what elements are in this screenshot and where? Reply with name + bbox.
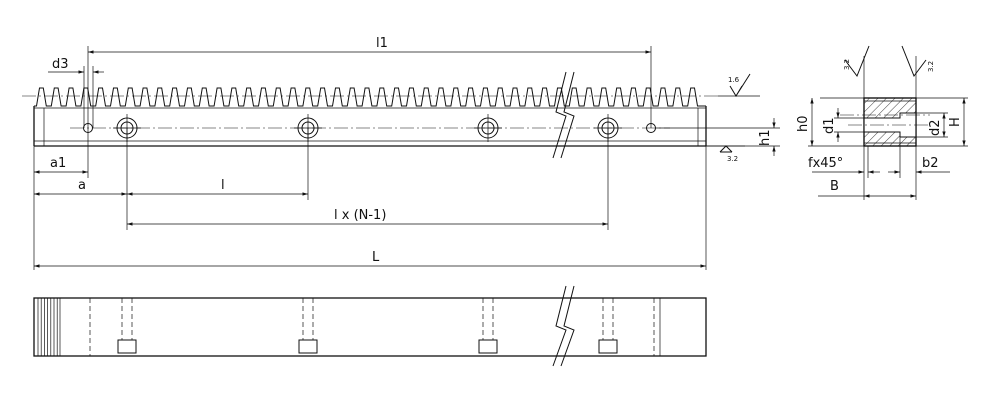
surface-mark-side-right — [901, 45, 927, 78]
label-H: H — [948, 117, 963, 127]
mounting-holes-bottom — [117, 298, 618, 354]
bottom-view-tooth-ends — [37, 298, 661, 356]
surface-mark-bottom-value: 3.2 — [727, 155, 738, 163]
hidden-bolt-hole — [117, 298, 137, 354]
label-l1: l1 — [376, 36, 388, 51]
label-h0: h0 — [796, 115, 811, 132]
label-a1: a1 — [50, 156, 66, 171]
hidden-bolt-hole — [298, 298, 318, 354]
surface-mark-side-left-value: 3.2 — [843, 59, 851, 70]
surface-mark-bottom — [719, 145, 733, 153]
rack-section-view: 3.2 3.2 h0 d1 d2 H — [796, 45, 968, 200]
hidden-bolt-hole — [478, 298, 498, 354]
mounting-holes-front — [70, 114, 670, 142]
break-line-bottom-2 — [560, 285, 575, 367]
hidden-bolt-hole — [598, 298, 618, 354]
surface-mark-side-right-value: 3.2 — [927, 61, 935, 72]
break-line-1 — [552, 71, 567, 159]
label-chamfer: fx45° — [808, 156, 843, 171]
section-counterbore — [864, 112, 916, 138]
label-d2: d2 — [928, 119, 943, 136]
surface-mark-side-left — [844, 45, 870, 78]
rack-teeth — [34, 87, 706, 107]
label-l: l — [221, 178, 225, 193]
label-L: L — [372, 250, 380, 265]
bottom-view-outline — [33, 297, 707, 357]
label-d1: d1 — [822, 117, 837, 134]
break-line-bottom-1 — [552, 285, 567, 367]
dimensions-front: l1 d3 a1 a l l x (N-1) L h1 — [33, 36, 780, 270]
label-l-n: l x (N-1) — [334, 208, 386, 223]
surface-mark-teeth-value: 1.6 — [728, 76, 740, 84]
label-h1: h1 — [758, 129, 773, 146]
label-b2: b2 — [922, 156, 939, 171]
break-line-2 — [560, 71, 575, 159]
rack-front-view — [22, 71, 718, 159]
label-d3: d3 — [52, 57, 69, 72]
label-a: a — [78, 178, 86, 193]
surface-mark-teeth — [729, 73, 751, 97]
label-B: B — [830, 179, 839, 194]
rack-bottom-view — [33, 285, 707, 367]
